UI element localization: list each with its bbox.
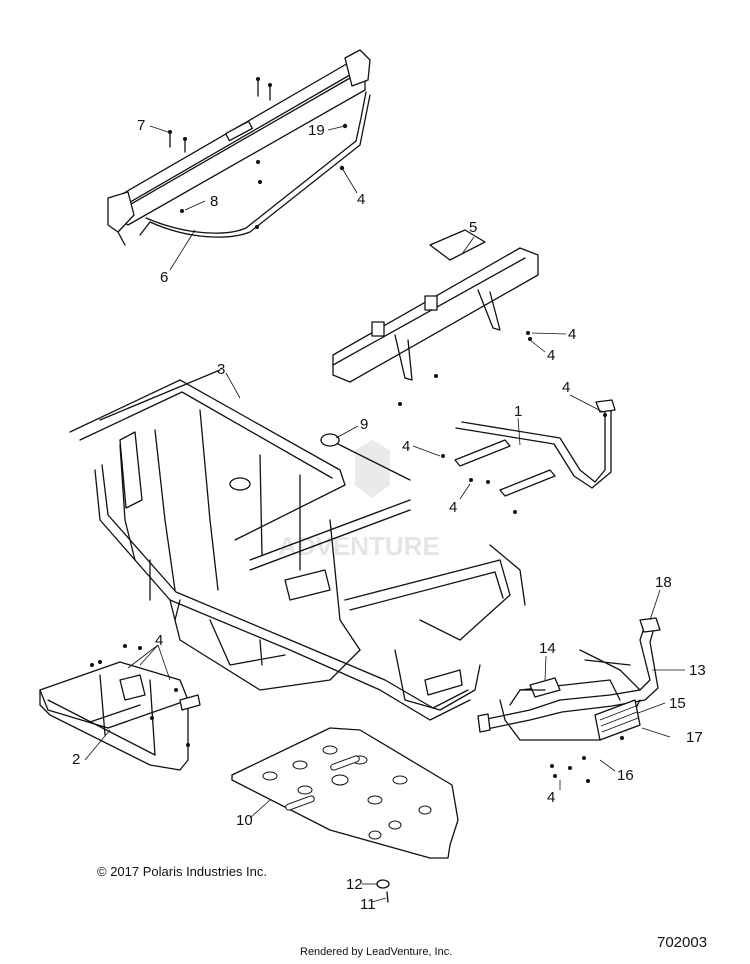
callout-4: 4 (402, 438, 411, 455)
callout-14: 14 (539, 640, 556, 657)
callout-4: 4 (547, 347, 556, 364)
callout-17: 17 (686, 729, 703, 746)
leader-lines (84, 125, 685, 903)
watermark-logo: ADVENTURE (278, 440, 440, 561)
nut-icon (90, 331, 624, 783)
callout-15: 15 (669, 695, 686, 712)
front-skid-bracket (39, 661, 201, 771)
callout-7: 7 (137, 117, 146, 134)
callout-2: 2 (72, 751, 81, 768)
callout-4: 4 (449, 499, 458, 516)
rear-rack-assembly (107, 49, 371, 246)
main-frame (69, 369, 526, 721)
plug-icon (320, 433, 340, 447)
bolt-icon (168, 77, 272, 153)
grille-icon (599, 705, 639, 733)
callout-4: 4 (562, 379, 571, 396)
fastener-icon (376, 879, 390, 903)
callout-4: 4 (155, 632, 164, 649)
diagram-part-number: 702003 (657, 934, 708, 951)
callout-4: 4 (357, 191, 366, 208)
watermark-text: ADVENTURE (278, 531, 440, 561)
copyright-text: © 2017 Polaris Industries Inc. (97, 864, 267, 879)
callout-3: 3 (217, 361, 226, 378)
callout-12: 12 (346, 876, 363, 893)
callout-4: 4 (568, 326, 577, 343)
callout-16: 16 (617, 767, 634, 784)
skid-plate (231, 727, 459, 859)
callout-9: 9 (360, 416, 369, 433)
callout-19: 19 (308, 122, 325, 139)
rear-cross-member (332, 229, 539, 383)
callout-4: 4 (547, 789, 556, 806)
callout-6: 6 (160, 269, 169, 286)
rendered-by-text: Rendered by LeadVenture, Inc. (300, 946, 453, 958)
nut-icon (180, 123, 348, 229)
callout-1: 1 (514, 403, 523, 420)
front-bumper-assembly (477, 617, 661, 741)
callout-13: 13 (689, 662, 706, 679)
callout-11: 11 (360, 896, 376, 913)
rear-support-bracket (454, 399, 616, 497)
callout-18: 18 (655, 574, 672, 591)
callout-10: 10 (236, 812, 253, 829)
callout-8: 8 (210, 193, 219, 210)
callout-5: 5 (469, 219, 478, 236)
